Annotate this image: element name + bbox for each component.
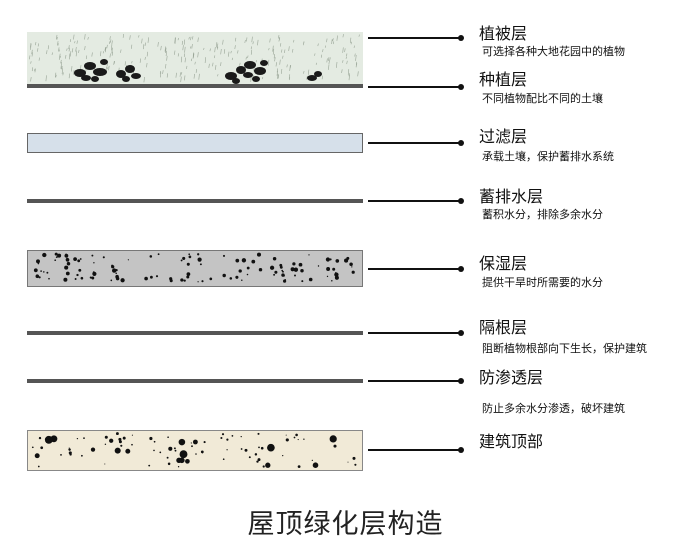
layer-desc-drainage: 蓄积水分，排除多余水分 xyxy=(482,207,603,221)
shrub-icon xyxy=(243,60,268,82)
shrub-icon xyxy=(74,59,108,82)
root-barrier-layer xyxy=(27,331,363,335)
waterproof-layer xyxy=(27,379,363,383)
layer-desc-planting: 不同植物配比不同的土壤 xyxy=(482,91,603,105)
leader-endpoints xyxy=(458,35,464,453)
layer-desc-waterproof: 防止多余水分渗透，破坏建筑 xyxy=(482,401,625,415)
layer-desc-retention: 提供干旱时所需要的水分 xyxy=(482,275,603,289)
vegetation-layer xyxy=(27,32,363,84)
layer-title-drainage: 蓄排水层 xyxy=(479,187,543,206)
layer-title-retention: 保湿层 xyxy=(479,254,527,273)
vegetation-texture xyxy=(29,33,360,83)
layer-desc-vegetation: 可选择各种大地花园中的植物 xyxy=(482,44,625,58)
layer-title-planting: 种植层 xyxy=(479,70,527,89)
layer-diagram: 植被层 可选择各种大地花园中的植物 种植层 不同植物配比不同的土壤 过滤层 承载… xyxy=(27,24,647,471)
layer-title-waterproof: 防渗透层 xyxy=(479,368,543,387)
layer-desc-filter: 承载土壤，保护蓄排水系统 xyxy=(482,149,614,163)
roof-layer xyxy=(27,430,363,471)
planting-layer xyxy=(27,84,363,88)
layer-desc-root-barrier: 阻断植物根部向下生长，保护建筑 xyxy=(482,341,647,355)
layer-title-vegetation: 植被层 xyxy=(479,24,527,43)
shrub-icon xyxy=(225,66,246,84)
retention-layer xyxy=(27,250,363,287)
leader-lines xyxy=(368,37,460,451)
filter-layer xyxy=(27,133,363,153)
layer-title-filter: 过滤层 xyxy=(479,127,527,146)
drainage-layer xyxy=(27,199,363,203)
layer-title-root-barrier: 隔根层 xyxy=(479,318,527,337)
shrub-icon xyxy=(307,71,322,81)
layer-title-roof: 建筑顶部 xyxy=(479,432,543,451)
shrub-icon xyxy=(116,65,141,82)
diagram-title: 屋顶绿化层构造 xyxy=(247,509,444,540)
